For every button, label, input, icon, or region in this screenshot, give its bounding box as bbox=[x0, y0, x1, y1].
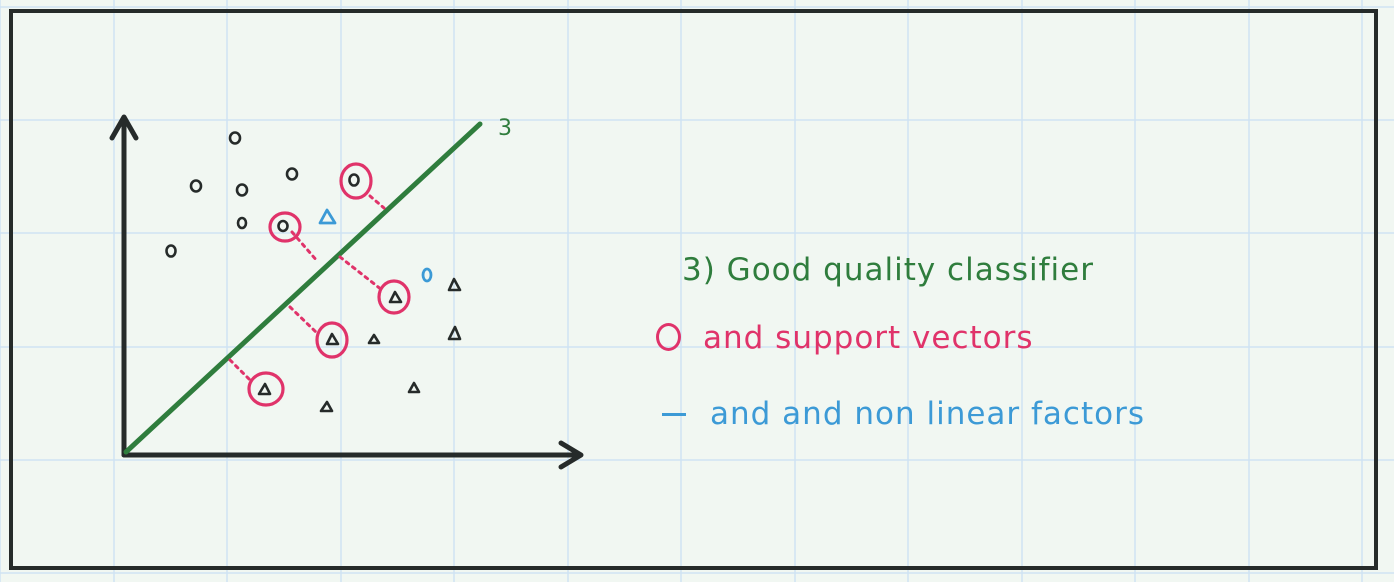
triangle-point bbox=[447, 277, 462, 292]
circle-point bbox=[228, 131, 242, 145]
margin-line bbox=[368, 194, 386, 210]
axes bbox=[109, 114, 584, 470]
support-vector-rings bbox=[247, 162, 411, 407]
classifier-line bbox=[123, 121, 483, 455]
note-support-vectors: and support vectors bbox=[656, 320, 1034, 356]
triangle-point bbox=[319, 400, 334, 413]
circle-point bbox=[189, 179, 203, 193]
class-triangles bbox=[257, 277, 462, 413]
margin-line bbox=[288, 305, 320, 336]
note-non-linear: and and non linear factors bbox=[662, 396, 1145, 432]
triangle-point bbox=[447, 325, 462, 341]
frame-border bbox=[9, 9, 1378, 570]
margin-line bbox=[228, 358, 254, 384]
triangle-point bbox=[407, 381, 421, 394]
circle-point bbox=[165, 244, 177, 258]
misclassified-triangle bbox=[318, 208, 337, 225]
y-axis-arrowhead bbox=[109, 114, 139, 141]
margin-lines bbox=[228, 194, 386, 384]
circle-point bbox=[285, 167, 299, 181]
circle-point bbox=[236, 216, 248, 230]
support-vector-circle-icon bbox=[656, 323, 681, 351]
support-vector-ring bbox=[247, 371, 285, 407]
triangle-point bbox=[388, 290, 403, 304]
note-non-linear-text: and and non linear factors bbox=[710, 396, 1145, 432]
x-axis-arrowhead bbox=[558, 440, 584, 470]
class-circles bbox=[165, 131, 360, 258]
margin-line bbox=[338, 255, 384, 292]
classifier-label: 3 bbox=[498, 116, 512, 141]
triangle-point bbox=[325, 332, 340, 346]
circle-point bbox=[277, 219, 289, 233]
note-support-vectors-text: and support vectors bbox=[703, 320, 1034, 356]
circle-point bbox=[348, 173, 360, 187]
note-title: 3) Good quality classifier bbox=[682, 252, 1094, 288]
misclassified-points bbox=[318, 208, 433, 283]
support-vector-ring bbox=[315, 321, 349, 359]
circle-point bbox=[235, 183, 249, 197]
triangle-point bbox=[367, 333, 381, 345]
triangle-point bbox=[257, 382, 272, 396]
misclassified-circle bbox=[421, 267, 433, 283]
dash-icon bbox=[662, 413, 686, 416]
support-vector-ring bbox=[377, 279, 411, 315]
support-vector-ring bbox=[339, 162, 373, 200]
support-vector-ring bbox=[268, 211, 302, 243]
